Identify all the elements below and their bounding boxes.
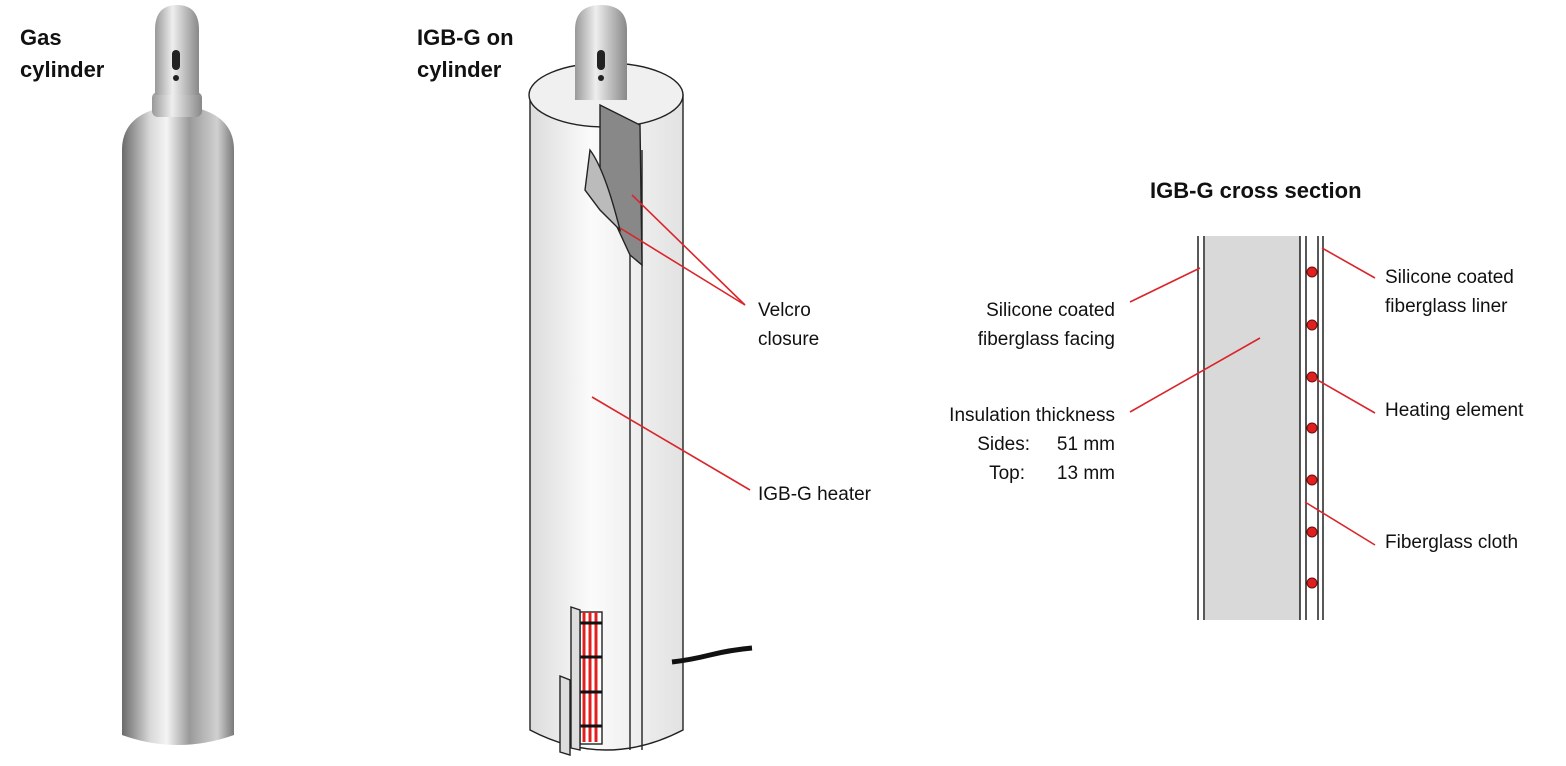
cross-section: IGB-G cross section Silicone coated fibe… — [949, 178, 1524, 620]
facing-label-1: Silicone coated — [986, 300, 1115, 321]
igb-on-cylinder-title-1: IGB-G on — [417, 25, 514, 50]
liner-label-2: fiberglass liner — [1385, 296, 1508, 317]
heater-label: IGB-G heater — [758, 484, 872, 505]
gas-cylinder-title-2: cylinder — [20, 57, 105, 82]
velcro-label-1: Velcro — [758, 300, 811, 321]
top-value: 13 mm — [1057, 463, 1115, 484]
sides-value: 51 mm — [1057, 434, 1115, 455]
facing-label-2: fiberglass facing — [978, 329, 1115, 350]
liner-label-1: Silicone coated — [1385, 267, 1514, 288]
igb-on-cylinder-illustration: IGB-G on cylinder Velcro closure IGB-G h… — [417, 5, 872, 756]
sides-label: Sides: — [977, 434, 1030, 455]
velcro-label-2: closure — [758, 329, 819, 350]
cross-section-title: IGB-G cross section — [1150, 178, 1362, 203]
power-cord — [671, 645, 753, 665]
heating-element-cutaway — [559, 606, 603, 756]
fiberglass-cloth-label: Fiberglass cloth — [1385, 532, 1518, 553]
igb-on-cylinder-title-2: cylinder — [417, 57, 502, 82]
gas-cylinder-title-1: Gas — [20, 25, 62, 50]
insulation-title: Insulation thickness — [949, 405, 1115, 426]
top-label: Top: — [989, 463, 1025, 484]
heating-element-dots — [1306, 266, 1318, 589]
gas-cylinder-illustration: Gas cylinder — [20, 5, 234, 745]
heating-element-label: Heating element — [1385, 400, 1524, 421]
